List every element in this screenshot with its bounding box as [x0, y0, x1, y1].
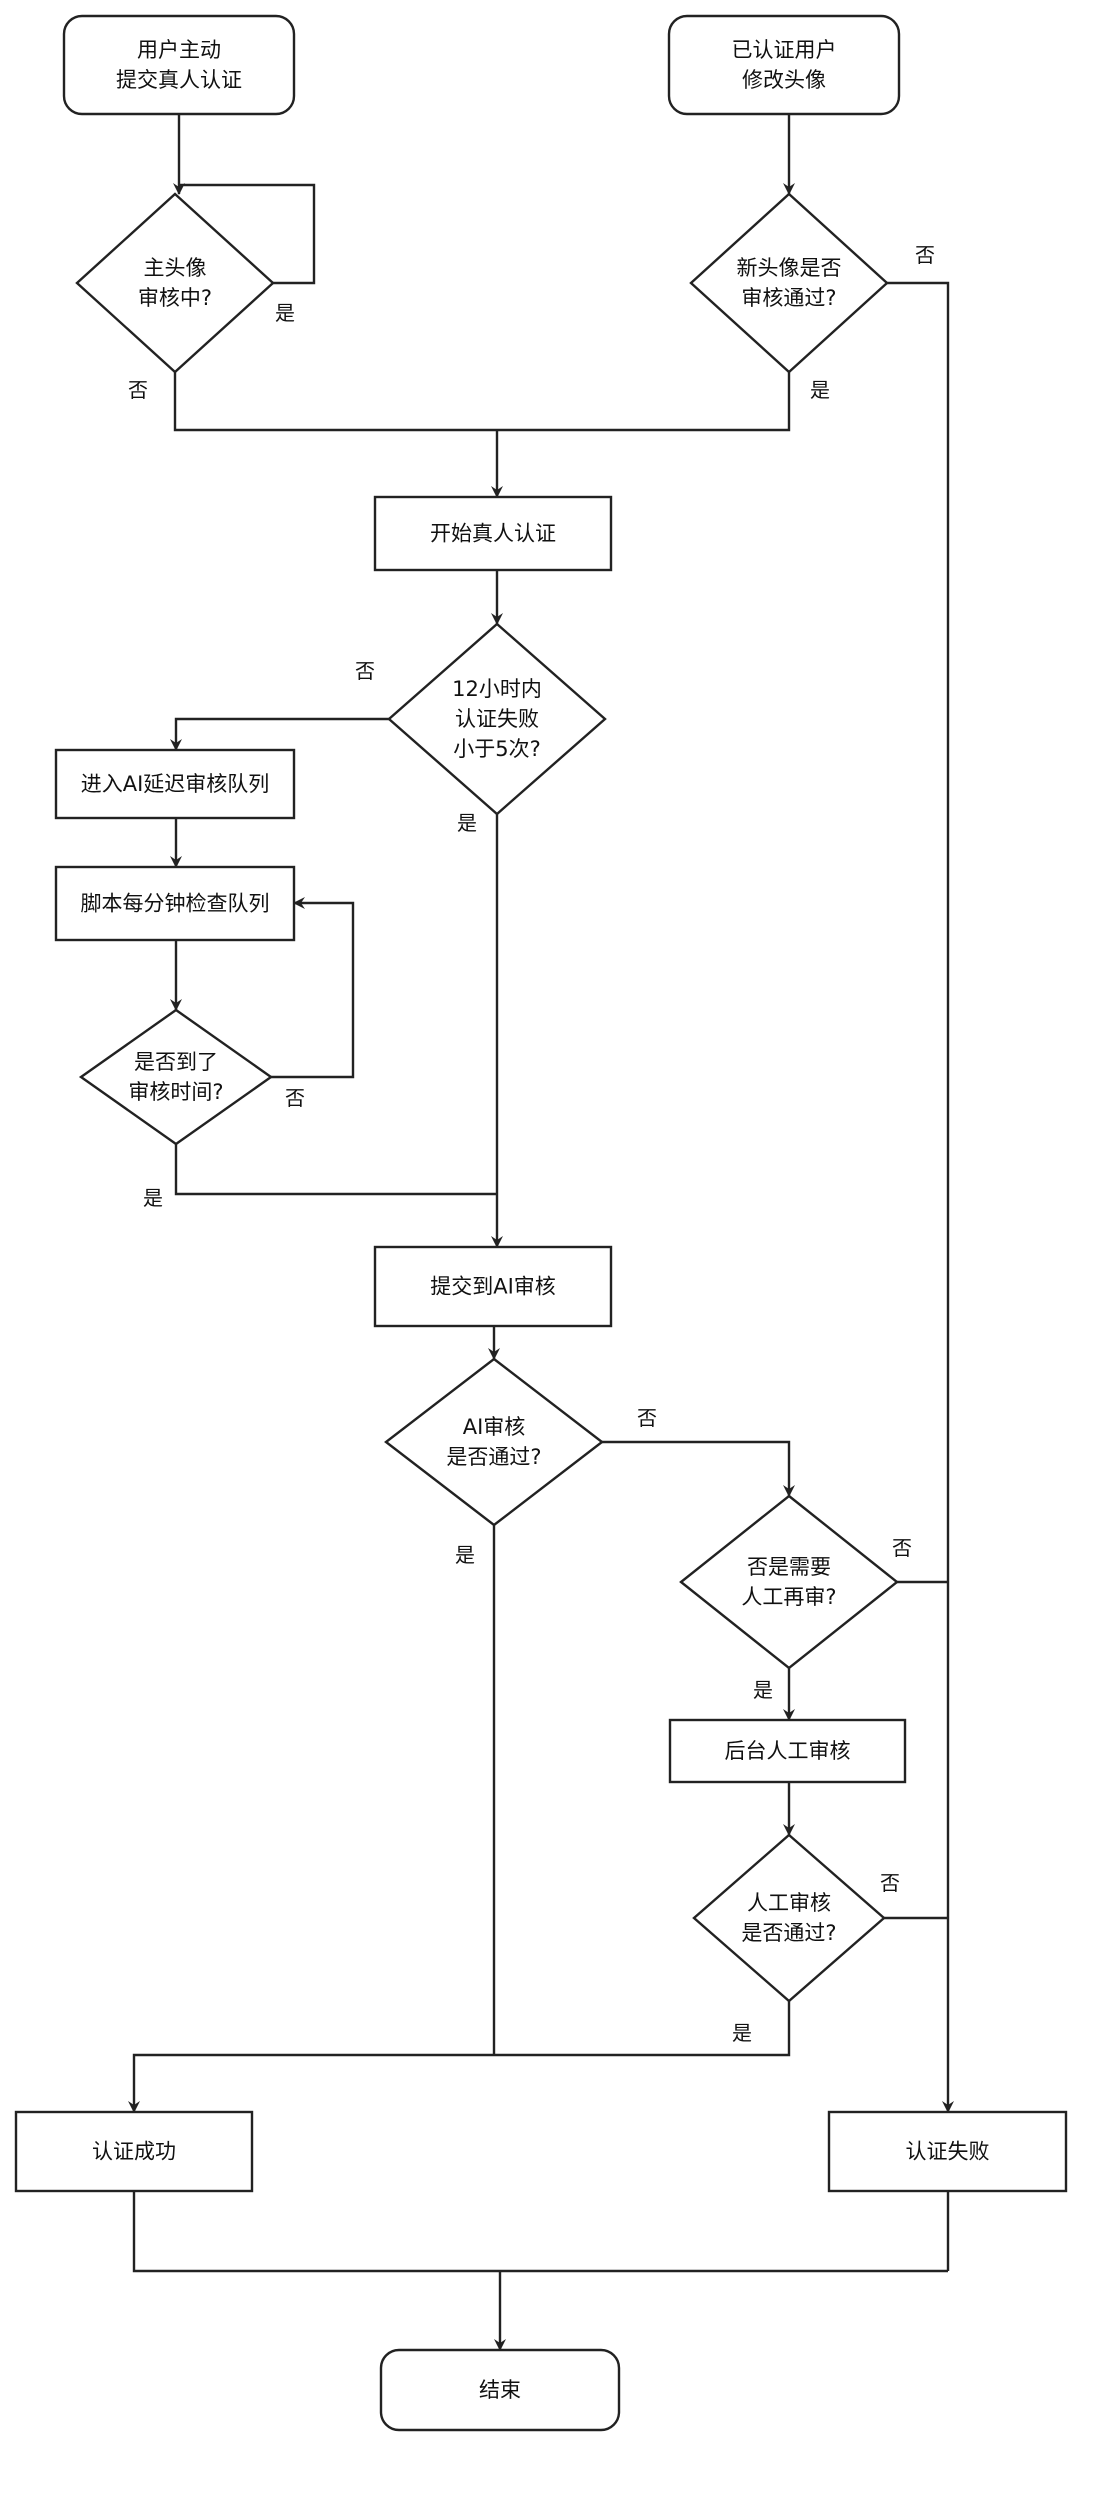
decision-shape	[78, 1008, 274, 1146]
node-label: 人工再审?	[741, 1585, 836, 1609]
node-label: 提交真人认证	[116, 68, 242, 92]
edge-d-review-time-to-p-script-check	[271, 897, 355, 1079]
edge-label: 是	[455, 1543, 475, 1567]
node-label: 审核中?	[138, 286, 212, 310]
decision-shape	[692, 1833, 886, 2003]
edge-d-ai-pass-to-d-need-manual	[602, 1440, 795, 1497]
edge-label: 否	[128, 378, 148, 402]
node-p-script-check: 脚本每分钟检查队列	[54, 865, 296, 942]
node-label: 是否通过?	[741, 1921, 836, 1945]
node-p-fail: 认证失败	[827, 2110, 1068, 2193]
process-shape	[827, 2110, 1068, 2193]
node-label: 认证失败	[906, 2140, 990, 2164]
edge-label: 否	[285, 1086, 305, 1110]
node-label: 认证失败	[455, 707, 539, 731]
node-label: 后台人工审核	[725, 1739, 851, 1763]
node-label: 人工审核	[747, 1891, 831, 1915]
node-label: 进入AI延迟审核队列	[81, 772, 270, 796]
terminal-shape	[379, 2348, 621, 2432]
decision-shape	[75, 192, 275, 374]
edge-label: 否	[637, 1406, 657, 1430]
node-label: 主头像	[144, 256, 207, 280]
node-end: 结束	[379, 2348, 621, 2432]
edge-d-new-avatar-to-p-start-verify	[497, 372, 791, 432]
decision-shape	[689, 192, 889, 374]
decision-shape	[384, 1357, 604, 1527]
edge-d-main-avatar-to-d-main-avatar	[179, 183, 316, 285]
node-label: 用户主动	[137, 38, 221, 62]
node-label: AI审核	[463, 1415, 526, 1439]
node-label: 结束	[479, 2378, 521, 2402]
edge-d-main-avatar-to-p-start-verify	[173, 372, 497, 432]
process-shape	[668, 1718, 907, 1784]
edge-label: 否	[892, 1536, 912, 1560]
node-label: 修改头像	[742, 68, 826, 92]
edge-label: 否	[880, 1871, 900, 1895]
edge-label: 是	[753, 1678, 773, 1702]
edge-label: 是	[275, 301, 295, 325]
node-p-manual-review: 后台人工审核	[668, 1718, 907, 1784]
node-label: 是否到了	[134, 1050, 218, 1074]
edge-d-review-time-to-p-submit-ai	[174, 1144, 497, 1196]
node-label: 已认证用户	[732, 38, 837, 62]
edge-label: 是	[810, 378, 830, 402]
node-label: 是否通过?	[446, 1445, 541, 1469]
node-label: 否是需要	[747, 1555, 831, 1579]
process-shape	[14, 2110, 254, 2193]
node-label: 提交到AI审核	[430, 1275, 556, 1299]
node-p-start-verify: 开始真人认证	[373, 495, 613, 572]
process-shape	[373, 495, 613, 572]
node-p-submit-ai: 提交到AI审核	[373, 1245, 613, 1328]
terminal-shape	[62, 14, 296, 116]
edge-label: 是	[457, 811, 477, 835]
edge-label: 否	[355, 659, 375, 683]
node-label: 12小时内	[452, 677, 542, 701]
edge-d-manual-pass-to-p-success	[128, 2001, 791, 2113]
process-shape	[373, 1245, 613, 1328]
node-label: 认证成功	[92, 2140, 176, 2164]
node-p-success: 认证成功	[14, 2110, 254, 2193]
edge-label: 否	[915, 243, 935, 267]
node-label: 开始真人认证	[430, 522, 556, 546]
process-shape	[54, 748, 296, 820]
node-label: 新头像是否	[737, 256, 842, 280]
edge-p-success-to-end	[132, 2191, 948, 2273]
node-p-delay-queue: 进入AI延迟审核队列	[54, 748, 296, 820]
terminal-shape	[667, 14, 901, 116]
decision-shape	[679, 1494, 899, 1670]
node-label: 审核通过?	[741, 286, 836, 310]
node-label: 小于5次?	[453, 737, 541, 761]
edge-d-fail-count-to-p-delay-queue	[170, 717, 389, 751]
edge-label: 是	[143, 1186, 163, 1210]
decision-shape	[387, 622, 607, 816]
node-label: 脚本每分钟检查队列	[81, 892, 270, 916]
edge-d-new-avatar-to-p-fail	[887, 281, 954, 2113]
edge-label: 是	[732, 2021, 752, 2045]
process-shape	[54, 865, 296, 942]
node-label: 审核时间?	[128, 1080, 223, 1104]
